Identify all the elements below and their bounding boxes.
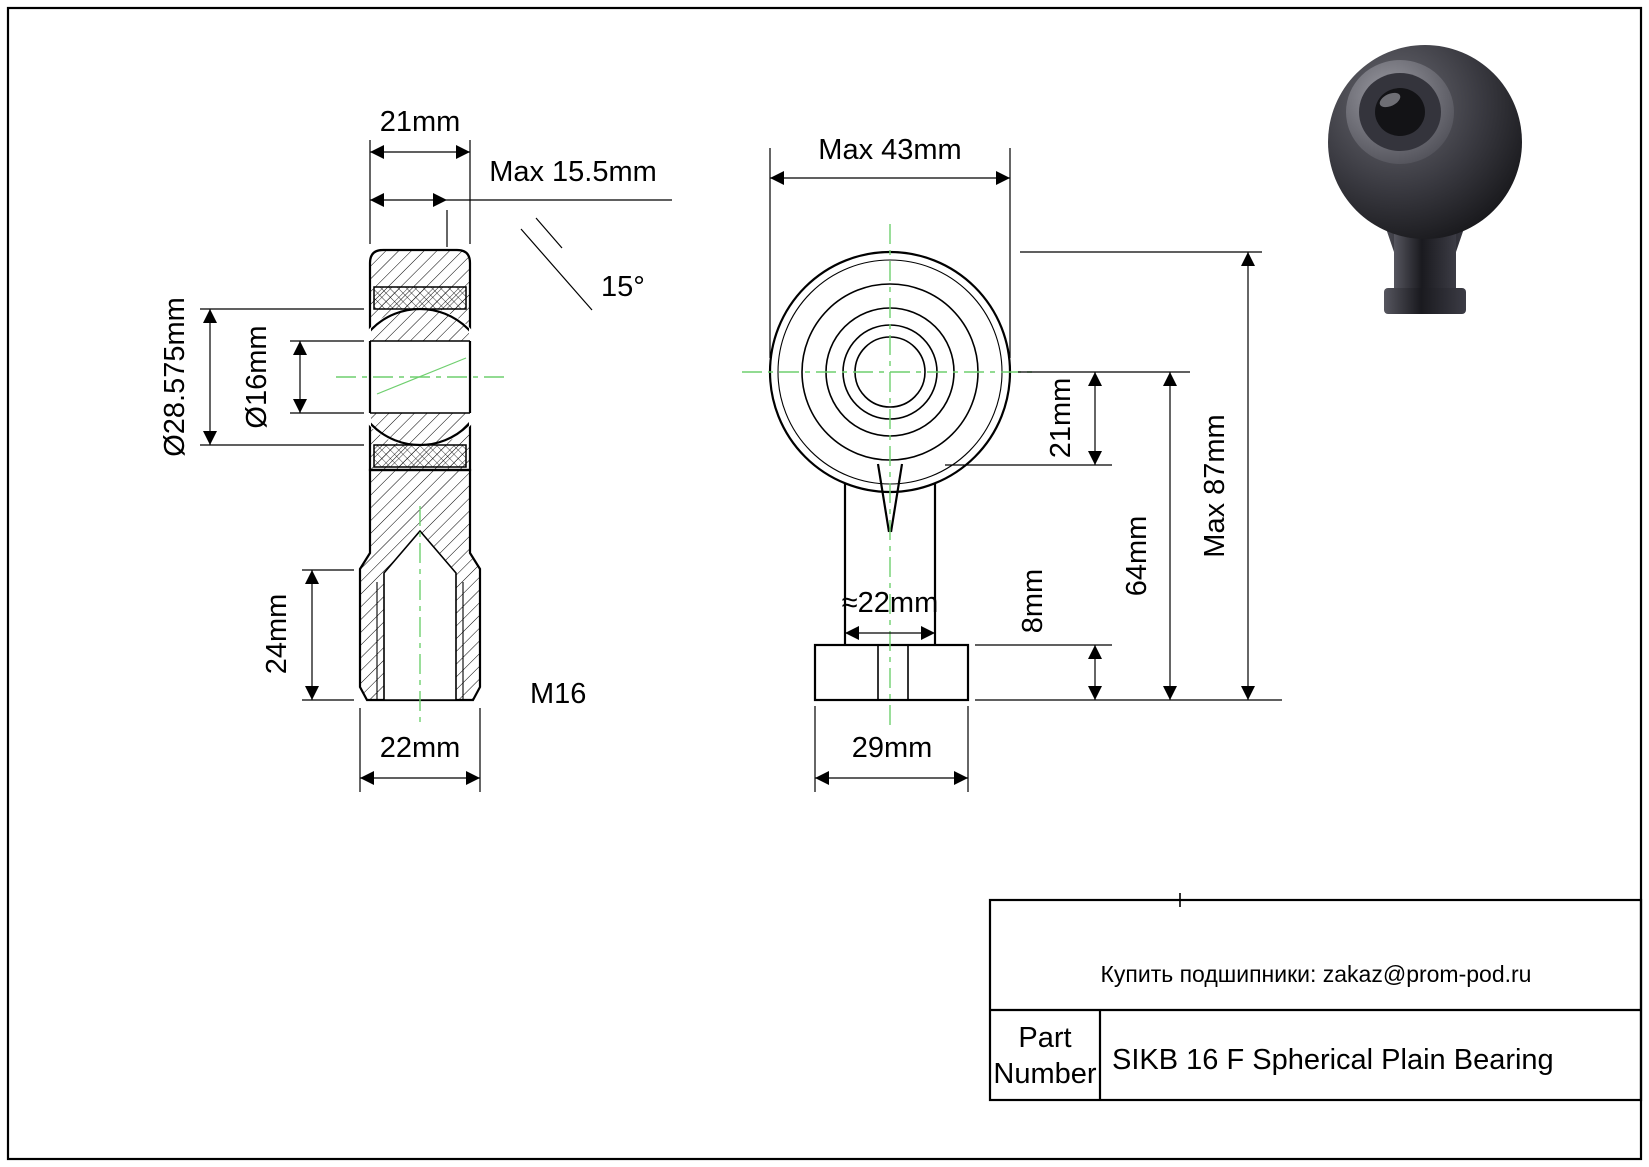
dim-thread-size-label: M16	[530, 678, 586, 710]
dim-race-offset-label: 21mm	[1045, 378, 1077, 459]
hex-base	[813, 643, 970, 702]
dim-max-ball-width-label: Max 15.5mm	[489, 156, 657, 188]
page-border	[6, 6, 1643, 1161]
liner-band-top	[373, 286, 467, 310]
part-number-label-line1: Part	[1018, 1022, 1071, 1054]
dim-head-dia-label: Max 43mm	[818, 134, 961, 166]
dim-head-width-label: 21mm	[380, 106, 461, 138]
part-number-value: SIKB 16 F Spherical Plain Bearing	[1112, 1044, 1554, 1076]
liner-band-bottom	[373, 444, 467, 468]
dim-total-height-label: Max 87mm	[1199, 414, 1231, 557]
render-flange	[1384, 288, 1466, 314]
dim-thread-depth-label: 24mm	[261, 594, 293, 675]
part-number-label-line2: Number	[993, 1058, 1096, 1090]
dim-shank-width-label: 22mm	[380, 732, 461, 764]
housing-slit	[876, 463, 904, 533]
dim-nut-height-label: 8mm	[1017, 569, 1049, 633]
contact-text: Купить подшипники: zakaz@prom-pod.ru	[1101, 961, 1532, 987]
left-section-view: 21mm Max 15.5mm 15° Ø28.575mm Ø16mm 24mm…	[159, 106, 672, 792]
dim-tilt-angle-label: 15°	[601, 271, 645, 303]
title-block: Купить подшипники: zakaz@prom-pod.ru Par…	[988, 893, 1643, 1102]
render-bore	[1375, 88, 1425, 136]
front-view: Max 43mm ≈22mm 29mm 21mm 8mm 64mm Max 87…	[742, 134, 1282, 792]
threaded-hole	[383, 529, 457, 701]
product-render-3d	[1328, 45, 1522, 314]
dim-center-height-label: 64mm	[1121, 516, 1153, 597]
dim-shank-dia-label: ≈22mm	[842, 587, 939, 619]
dim-nut-width-label: 29mm	[852, 732, 933, 764]
dim-sphere-diameter-label: Ø28.575mm	[159, 297, 191, 457]
dim-bore-diameter-label: Ø16mm	[241, 325, 273, 428]
tilt-axis-line	[376, 357, 467, 395]
